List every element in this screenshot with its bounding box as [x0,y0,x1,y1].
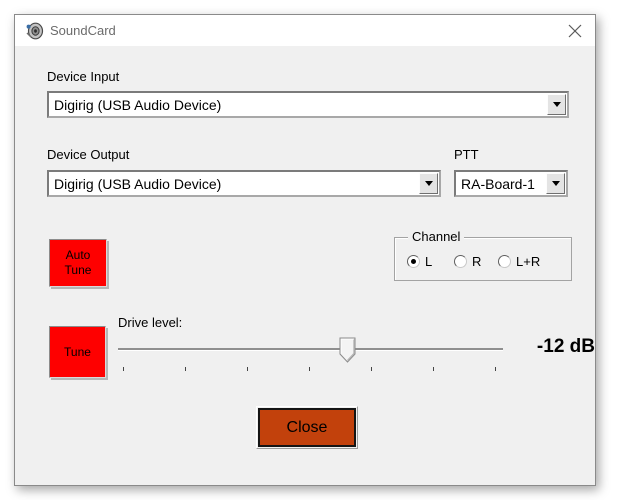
close-button[interactable]: Close [258,408,356,447]
auto-tune-line1: Auto [65,248,91,262]
device-output-label: Device Output [47,147,130,162]
chevron-down-icon [551,181,560,186]
window-title: SoundCard [50,23,116,38]
device-output-dropdown-button[interactable] [419,173,438,194]
radio-circle-icon [454,255,467,268]
slider-tick [309,367,310,371]
radio-circle-icon [407,255,420,268]
soundcard-dialog: SoundCard Device Input Digirig (USB Audi… [14,14,596,486]
channel-radio-r-label: R [472,254,482,269]
channel-radio-l[interactable]: L [407,254,432,269]
close-button-frame: Close [256,406,358,449]
slider-tick [123,367,124,371]
ptt-label: PTT [454,147,479,162]
ptt-select[interactable]: RA-Board-1 [454,170,568,197]
slider-tick [185,367,186,371]
tune-button-label: Tune [64,344,91,359]
drive-level-value: -12 dB [536,336,595,357]
slider-tick [495,367,496,371]
drive-level-slider-track[interactable] [118,348,503,350]
device-output-select[interactable]: Digirig (USB Audio Device) [47,170,441,197]
slider-thumb[interactable] [339,337,356,363]
ptt-value: RA-Board-1 [461,175,535,192]
chevron-down-icon [424,181,433,186]
titlebar: SoundCard [15,15,595,46]
slider-tick [371,367,372,371]
speaker-icon [26,22,44,40]
close-icon[interactable] [568,24,582,38]
channel-radio-l-label: L [425,254,433,269]
drive-level-label: Drive level: [118,315,183,330]
channel-group-label: Channel [408,229,465,244]
radio-circle-icon [498,255,511,268]
ptt-dropdown-button[interactable] [546,173,565,194]
close-button-label: Close [286,418,328,436]
auto-tune-button[interactable]: Auto Tune [49,239,107,287]
device-output-value: Digirig (USB Audio Device) [54,175,222,192]
slider-tick [247,367,248,371]
channel-group: Channel L R L+R [394,229,572,281]
device-input-label: Device Input [47,69,120,84]
tune-button[interactable]: Tune [49,326,106,378]
channel-radio-r[interactable]: R [454,254,481,269]
device-input-dropdown-button[interactable] [547,94,566,115]
device-input-value: Digirig (USB Audio Device) [54,96,222,113]
auto-tune-line2: Tune [64,263,92,277]
device-input-select[interactable]: Digirig (USB Audio Device) [47,91,569,118]
slider-tick [433,367,434,371]
channel-radio-lr-label: L+R [516,254,541,269]
chevron-down-icon [552,102,561,107]
channel-radio-lr[interactable]: L+R [498,254,540,269]
